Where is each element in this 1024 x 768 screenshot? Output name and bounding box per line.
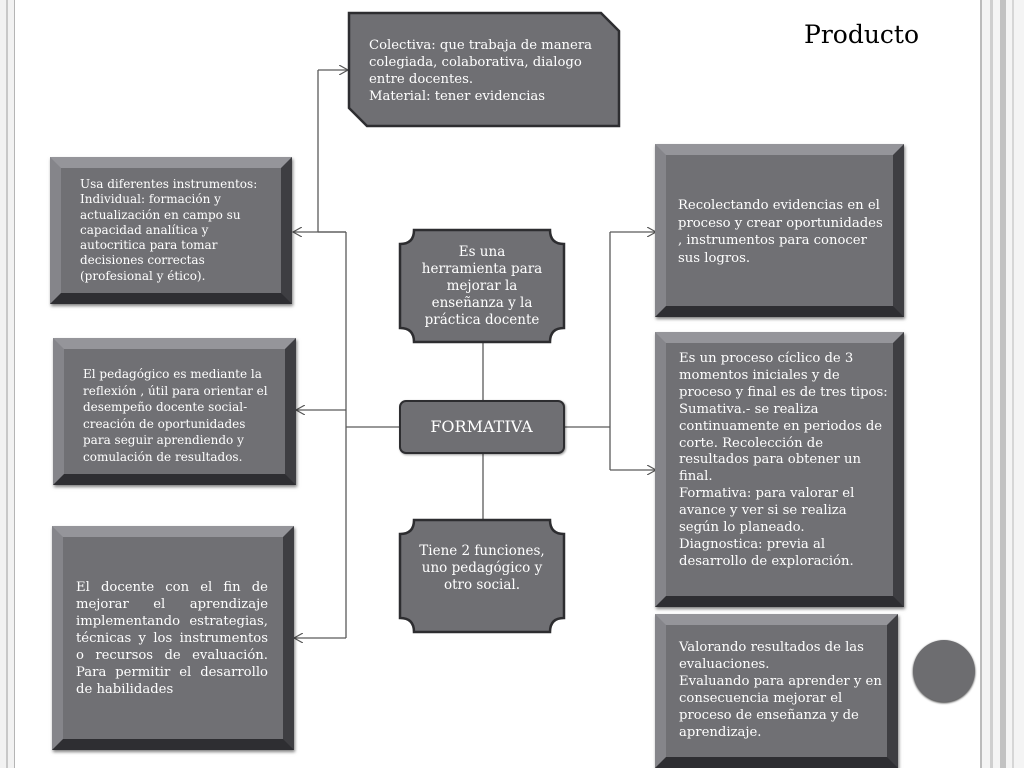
purpose-box-shape (398, 228, 566, 344)
functions-box-shape (398, 518, 566, 634)
right-box-cycle-text: Es un proceso cíclico de 3 momentos inic… (679, 351, 888, 569)
right-box-evidence-text: Recolectando evidencias en el proceso y … (678, 198, 883, 266)
left-box-pedagogic (53, 338, 296, 485)
left-box-instruments-text: Usa diferentes instrumentos: Individual:… (80, 177, 258, 283)
right-box-results (655, 614, 898, 768)
right-box-results-text: Valorando resultados de las evaluaciones… (679, 640, 882, 740)
slide-title: Producto (804, 20, 920, 49)
center-node-formativa: FORMATIVA (399, 400, 565, 454)
top-note-text: Colectiva: que trabaja de manera colegia… (369, 38, 593, 104)
functions-box-text: Tiene 2 funciones, uno pedagógico y otro… (419, 543, 545, 593)
right-box-evidence (655, 144, 904, 317)
slide-left-stripe (6, 0, 8, 768)
decorative-circle (913, 640, 975, 702)
center-node-label: FORMATIVA (430, 417, 533, 436)
top-note-shape (347, 11, 621, 128)
left-box-pedagogic-text: El pedagógico es mediante la reflexión ,… (83, 367, 268, 464)
slide-right-border (980, 0, 1024, 768)
right-box-cycle (655, 332, 904, 607)
left-box-instruments (50, 157, 292, 304)
left-box-teacher-text: El docente con el fin de mejorar el apre… (76, 580, 268, 697)
purpose-box-text: Es una herramienta para mejorar la enseñ… (421, 244, 543, 328)
left-box-teacher (52, 526, 294, 750)
